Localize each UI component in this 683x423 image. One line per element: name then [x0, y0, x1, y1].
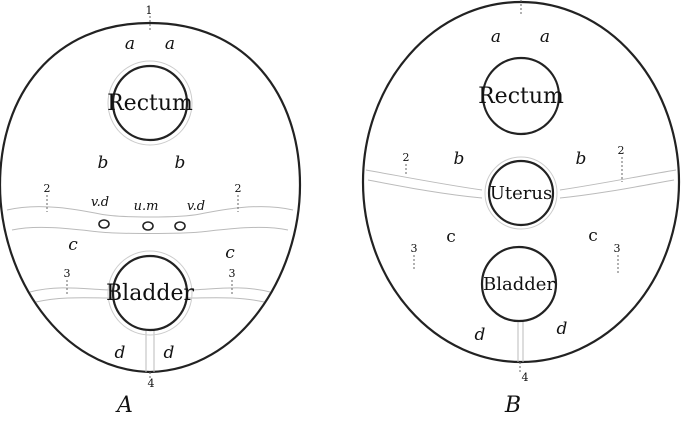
figure-a-caption: A [115, 393, 133, 418]
figure-b-uterus-label: Uterus [490, 183, 553, 204]
figure-a-region-c-right: c [225, 243, 235, 263]
figure-a-vd-left-ring [99, 220, 109, 228]
figure-b-region-c-left: c [446, 227, 456, 247]
figure-a-rectum-label: Rectum [107, 91, 193, 116]
figure-a-region-a-right: a [165, 34, 175, 54]
figure-a-number-2-left: 2 [44, 182, 51, 195]
figure-b-caption: B [504, 393, 521, 418]
figure-a-region-c-left: c [68, 235, 78, 255]
figure-b-bladder-label: Bladder [483, 274, 555, 295]
figure-b-rectum-label: Rectum [478, 84, 564, 109]
figure-a-region-d-right: d [164, 343, 175, 363]
figure-a-number-1: 1 [146, 4, 153, 17]
figure-b-region-d-right: d [557, 319, 568, 339]
figure-b-region-c-right: c [588, 226, 598, 246]
figure-b-region-a-right: a [540, 27, 550, 47]
figure-a-number-3-left: 3 [64, 267, 71, 280]
figure-a-number-2-right: 2 [235, 182, 242, 195]
figure-b-number-2-right: 2 [618, 144, 625, 157]
figure-b-outline [363, 2, 679, 362]
figure-b-region-b-left: b [454, 149, 465, 169]
figure-a-number-4: 4 [148, 377, 155, 390]
figure-a-vd-left-label: v.d [91, 195, 109, 210]
figure-a-outline [0, 23, 300, 372]
figure-a-region-b-left: b [98, 153, 109, 173]
figure-a-region-d-left: d [115, 343, 126, 363]
figure-a-region-a-left: a [125, 34, 135, 54]
figure-b: Rectum Uterus Bladder a a b b c c d d 2 … [363, 0, 679, 418]
figure-b-number-4: 4 [522, 371, 529, 384]
figure-a: Rectum Bladder v.d u.m v.d a a b b c c d… [0, 4, 300, 418]
figure-a-vd-right-label: v.d [187, 199, 205, 214]
figure-b-number-3-left: 3 [411, 242, 418, 255]
figure-a-um-ring [143, 222, 153, 230]
figure-a-vd-right-ring [175, 222, 185, 230]
figure-a-region-b-right: b [175, 153, 186, 173]
figure-b-region-b-right: b [576, 149, 587, 169]
figure-b-region-a-left: a [491, 27, 501, 47]
figure-a-um-label: u.m [134, 199, 159, 214]
figure-a-bladder-label: Bladder [106, 281, 195, 306]
figure-a-number-3-right: 3 [229, 267, 236, 280]
figure-b-number-3-right: 3 [614, 242, 621, 255]
figure-b-region-d-left: d [475, 325, 486, 345]
figure-b-number-2-left: 2 [403, 151, 410, 164]
